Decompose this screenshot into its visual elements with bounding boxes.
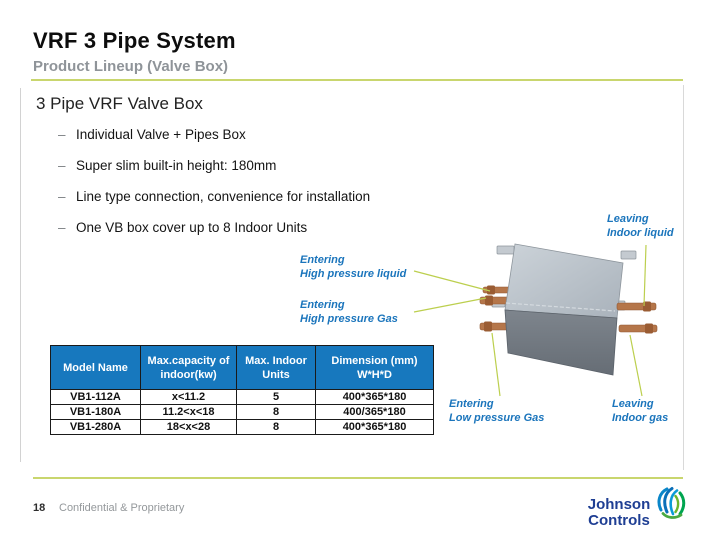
label-entering-low-pressure-gas: Entering Low pressure Gas — [449, 398, 545, 424]
bottom-accent-rule — [33, 477, 683, 479]
cell-model: VB1-112A — [50, 389, 141, 405]
label-entering-high-pressure-liquid: Entering High pressure liquid — [300, 254, 407, 280]
cell-capacity: 18<x<28 — [140, 419, 237, 435]
list-item: – Individual Valve + Pipes Box — [58, 127, 370, 158]
bullet-dash: – — [58, 220, 66, 235]
valve-box-lid — [504, 243, 624, 319]
section-heading: 3 Pipe VRF Valve Box — [36, 94, 203, 113]
cell-units: 8 — [236, 404, 316, 420]
bullet-list: – Individual Valve + Pipes Box – Super s… — [58, 127, 370, 251]
cell-dimension: 400/365*180 — [315, 404, 434, 420]
bullet-text: Line type connection, convenience for in… — [76, 189, 371, 204]
spec-table: Model Name Max.capacity of indoor(kw) Ma… — [50, 345, 434, 435]
column-header-model: Model Name — [50, 345, 141, 390]
bullet-dash: – — [58, 127, 66, 142]
lid-seam — [505, 302, 616, 312]
top-accent-rule — [31, 79, 683, 81]
bullet-dash: – — [58, 189, 66, 204]
cell-units: 5 — [236, 389, 316, 405]
right-edge-rule — [683, 85, 684, 470]
johnson-controls-wordmark: Johnson Controls — [586, 497, 652, 529]
valve-box-body — [504, 309, 618, 376]
valve-box-illustration — [479, 243, 658, 376]
column-header-capacity: Max.capacity of indoor(kw) — [140, 345, 237, 390]
column-header-dimension: Dimension (mm) W*H*D — [315, 345, 434, 390]
list-item: – Super slim built-in height: 180mm — [58, 158, 370, 189]
bullet-dash: – — [58, 158, 66, 173]
label-leaving-indoor-liquid: Leaving Indoor liquid — [607, 213, 674, 239]
cell-units: 8 — [236, 419, 316, 435]
cell-model: VB1-280A — [50, 419, 141, 435]
bullet-text: One VB box cover up to 8 Indoor Units — [76, 220, 308, 235]
page-number: 18 — [33, 502, 46, 514]
confidential-note: Confidential & Proprietary — [59, 502, 185, 514]
bullet-text: Super slim built-in height: 180mm — [76, 158, 277, 173]
page-title: VRF 3 Pipe System — [33, 28, 236, 53]
logo-line1: Johnson — [587, 496, 651, 513]
mounting-tab — [620, 250, 637, 260]
table-row: VB1-280A 18<x<28 8 400*365*180 — [50, 419, 434, 435]
table-row: VB1-112A x<11.2 5 400*365*180 — [50, 389, 434, 405]
cell-capacity: x<11.2 — [140, 389, 237, 405]
list-item: – Line type connection, convenience for … — [58, 189, 370, 220]
table-header-row: Model Name Max.capacity of indoor(kw) Ma… — [50, 345, 434, 390]
left-edge-rule — [20, 88, 21, 462]
mounting-tab — [496, 245, 515, 255]
label-entering-high-pressure-gas: Entering High pressure Gas — [300, 299, 398, 325]
page-subtitle: Product Lineup (Valve Box) — [33, 58, 229, 75]
cell-dimension: 400*365*180 — [315, 419, 434, 435]
logo-line2: Controls — [588, 512, 650, 529]
cell-capacity: 11.2<x<18 — [140, 404, 237, 420]
johnson-controls-logo-icon — [657, 487, 686, 519]
bullet-text: Individual Valve + Pipes Box — [76, 127, 246, 142]
list-item: – One VB box cover up to 8 Indoor Units — [58, 220, 370, 251]
cell-model: VB1-180A — [50, 404, 141, 420]
column-header-units: Max. Indoor Units — [236, 345, 316, 390]
cell-dimension: 400*365*180 — [315, 389, 434, 405]
copper-pipe — [616, 301, 658, 334]
table-row: VB1-180A 11.2<x<18 8 400/365*180 — [50, 404, 434, 420]
label-leaving-indoor-gas: Leaving Indoor gas — [612, 398, 669, 424]
